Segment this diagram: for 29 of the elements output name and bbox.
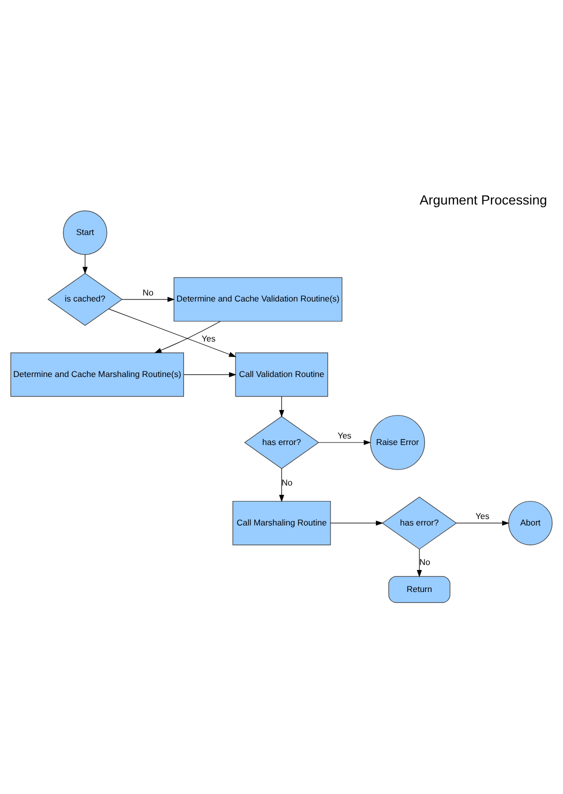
node-diamond: has error? (382, 496, 457, 550)
edge-label: Yes (476, 510, 490, 521)
node-box: Return (388, 576, 450, 603)
arrow (456, 520, 510, 526)
arrow (416, 549, 422, 578)
node-diamond: is cached? (48, 272, 123, 326)
node-box: Call Marshaling Routine (232, 500, 331, 546)
arrow (279, 468, 284, 502)
node-box: Call Validation Routine (235, 352, 328, 397)
edge-label: No (419, 557, 430, 568)
arrow (279, 396, 284, 418)
node-box: Determine and Cache Marshaling Routine(s) (10, 352, 184, 397)
arrow (330, 520, 384, 526)
node-circle: Abort (508, 500, 553, 546)
node-circle: Start (62, 210, 108, 255)
node-box: Determine and Cache Validation Routine(s) (174, 277, 342, 322)
arrow (318, 440, 372, 446)
arrow (108, 308, 236, 357)
edge-label: No (142, 287, 154, 298)
arrow (122, 296, 175, 302)
diagram-title: Argument Processing (420, 192, 548, 208)
edge-label: Yes (202, 333, 216, 344)
arrow (154, 321, 221, 354)
arrow (82, 254, 88, 274)
edge-label: No (282, 478, 293, 488)
node-diamond: has error? (244, 416, 320, 469)
edge-label: Yes (338, 430, 352, 440)
node-circle: Raise Error (370, 415, 425, 470)
arrow (184, 372, 236, 378)
